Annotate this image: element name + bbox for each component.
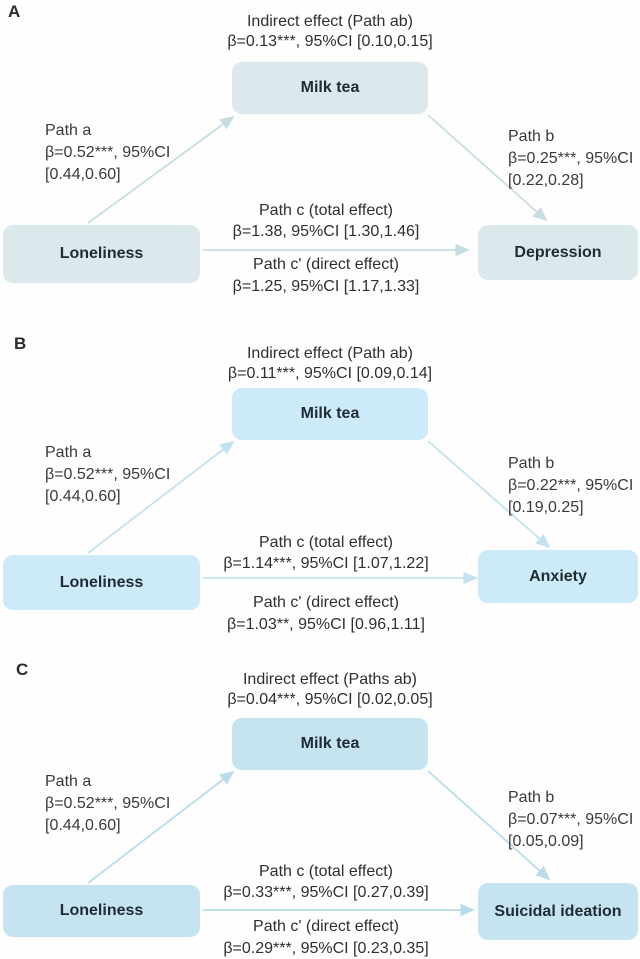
path-c-value: β=1.38, 95%CI [1.30,1.46]: [232, 223, 420, 240]
path-b-value: β=0.07***, 95%CI: [508, 811, 634, 828]
predictor-label: Loneliness: [59, 902, 144, 919]
panel-c: C Indirect effect (Paths ab) β=0.04***, …: [0, 640, 640, 959]
indirect-effect-value: β=0.13***, 95%CI [0.10,0.15]: [227, 33, 433, 50]
path-c-prime-title: Path c' (direct effect): [253, 594, 399, 611]
path-c-title: Path c (total effect): [259, 534, 393, 551]
indirect-effect-title: Indirect effect (Path ab): [246, 345, 413, 362]
path-b-ci: [0.19,0.25]: [508, 499, 584, 516]
path-a-value: β=0.52***, 95%CI: [45, 144, 171, 161]
path-b-title: Path b: [508, 789, 555, 806]
path-b-arrow-icon: [427, 440, 551, 549]
path-b-title: Path b: [508, 128, 555, 145]
path-c-prime-title: Path c' (direct effect): [253, 256, 399, 273]
panel-b: B Indirect effect (Path ab) β=0.11***, 9…: [0, 320, 640, 640]
path-b-label-block: Path b β=0.07***, 95%CI [0.05,0.09]: [508, 787, 633, 853]
panel-b-arrows: [87, 440, 551, 585]
panel-a-arrows: [87, 114, 548, 257]
path-b-arrow-icon: [427, 114, 548, 222]
path-b-title: Path b: [508, 455, 555, 472]
path-a-arrow-icon: [87, 770, 235, 884]
predictor-box: Loneliness: [3, 555, 200, 610]
indirect-effect-value: β=0.11***, 95%CI [0.09,0.14]: [227, 365, 433, 382]
path-b-ci: [0.22,0.28]: [508, 172, 584, 189]
panel-a: A Indirect effect (Path ab) β=0.13***, 9…: [0, 0, 640, 320]
path-c-title: Path c (total effect): [259, 863, 393, 880]
panel-letter: A: [8, 2, 21, 21]
mediator-label: Milk tea: [300, 405, 360, 422]
path-c-value: β=0.33***, 95%CI [0.27,0.39]: [223, 884, 429, 901]
path-a-arrow-icon: [87, 440, 235, 554]
path-c-prime-value: β=1.03**, 95%CI [0.96,1.11]: [227, 616, 425, 633]
path-a-label-block: Path a β=0.52***, 95%CI [0.44,0.60]: [45, 442, 170, 508]
path-a-arrow-icon: [87, 115, 235, 224]
outcome-box: Depression: [478, 225, 638, 280]
path-c-prime-value: β=1.25, 95%CI [1.17,1.33]: [232, 278, 420, 295]
outcome-label: Depression: [514, 243, 602, 261]
indirect-effect-title: Indirect effect (Path ab): [246, 13, 413, 30]
mediator-label: Milk tea: [300, 735, 360, 752]
indirect-effect-block: Indirect effect (Path ab) β=0.13***, 95%…: [120, 12, 540, 52]
path-a-ci: [0.44,0.60]: [45, 488, 121, 505]
path-b-value: β=0.25***, 95%CI: [508, 150, 634, 167]
panel-letter: B: [14, 334, 27, 353]
path-a-label-block: Path a β=0.52***, 95%CI [0.44,0.60]: [45, 771, 170, 837]
mediator-box: Milk tea: [232, 718, 428, 770]
path-a-label-block: Path a β=0.52***, 95%CI [0.44,0.60]: [45, 120, 170, 186]
path-c-prime-value: β=0.29***, 95%CI [0.23,0.35]: [223, 940, 429, 957]
path-b-arrow-icon: [427, 770, 551, 881]
path-b-label-block: Path b β=0.25***, 95%CI [0.22,0.28]: [508, 126, 633, 192]
path-b-value: β=0.22***, 95%CI: [508, 477, 634, 494]
path-c-value: β=1.14***, 95%CI [1.07,1.22]: [223, 555, 429, 572]
mediator-label: Milk tea: [300, 79, 360, 96]
path-a-title: Path a: [45, 773, 92, 790]
predictor-label: Loneliness: [59, 573, 144, 591]
indirect-effect-title: Indirect effect (Paths ab): [242, 671, 417, 688]
outcome-label: Anxiety: [529, 567, 587, 585]
path-a-value: β=0.52***, 95%CI: [45, 466, 171, 483]
path-b-label-block: Path b β=0.22***, 95%CI [0.19,0.25]: [508, 453, 633, 519]
path-a-ci: [0.44,0.60]: [45, 817, 121, 834]
outcome-box: Anxiety: [478, 550, 638, 603]
path-a-ci: [0.44,0.60]: [45, 166, 121, 183]
indirect-effect-block: Indirect effect (Paths ab) β=0.04***, 95…: [120, 670, 540, 710]
predictor-label: Loneliness: [59, 245, 144, 262]
path-a-title: Path a: [45, 444, 92, 461]
path-a-value: β=0.52***, 95%CI: [45, 795, 171, 812]
mediator-box: Milk tea: [232, 388, 428, 440]
panel-letter: C: [16, 660, 29, 679]
outcome-box: Suicidal ideation: [478, 883, 638, 940]
predictor-box: Loneliness: [3, 225, 200, 283]
path-a-title: Path a: [45, 122, 92, 139]
path-c-title: Path c (total effect): [259, 202, 393, 219]
outcome-label: Suicidal ideation: [494, 902, 622, 920]
predictor-box: Loneliness: [3, 885, 200, 937]
indirect-effect-value: β=0.04***, 95%CI [0.02,0.05]: [227, 691, 433, 708]
path-b-ci: [0.05,0.09]: [508, 833, 584, 850]
indirect-effect-block: Indirect effect (Path ab) β=0.11***, 95%…: [120, 344, 540, 384]
panel-c-arrows: [87, 770, 551, 917]
path-c-prime-title: Path c' (direct effect): [253, 918, 399, 935]
mediator-box: Milk tea: [232, 62, 428, 114]
